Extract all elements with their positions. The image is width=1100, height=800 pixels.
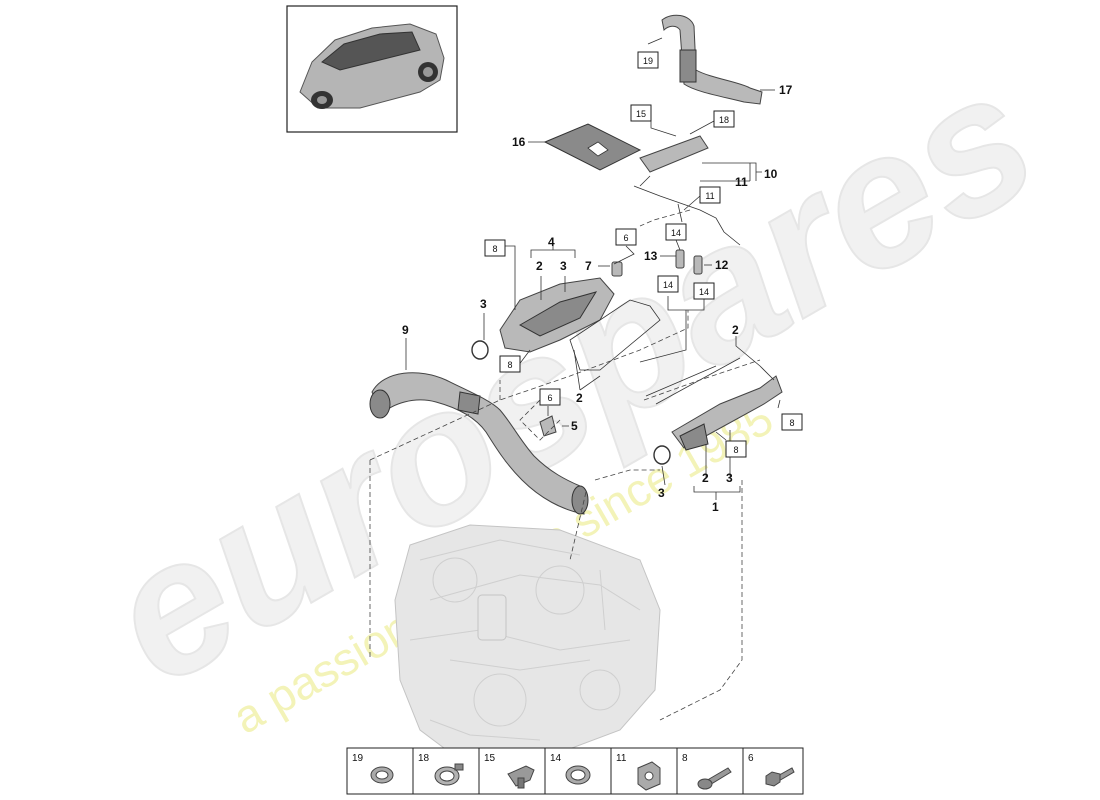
callout-2-right: 2 <box>732 323 739 337</box>
fitting-7 <box>611 261 623 277</box>
car-suv-icon <box>299 23 445 109</box>
callout-17: 17 <box>779 83 793 97</box>
callout-2-mid: 2 <box>576 391 583 405</box>
callout-3-lower: 3 <box>726 471 733 485</box>
leader-lines <box>405 37 781 500</box>
bracket-clip-icon <box>507 765 535 789</box>
svg-text:6: 6 <box>748 753 754 764</box>
breather-pipe <box>633 135 741 246</box>
spring-clamp-icon <box>434 763 464 786</box>
svg-text:14: 14 <box>550 753 562 764</box>
legend-item-19: 19 <box>346 747 414 795</box>
svg-text:8: 8 <box>682 753 688 764</box>
svg-text:11: 11 <box>616 753 627 764</box>
boxed-callouts: 19 15 18 11 8 6 14 14 <box>484 51 803 458</box>
svg-text:19: 19 <box>352 753 364 764</box>
legend-item-11: 11 <box>610 747 678 795</box>
boxed-callout-14-c: 14 <box>693 282 715 300</box>
svg-text:8: 8 <box>733 445 738 455</box>
callout-16: 16 <box>512 135 526 149</box>
svg-text:15: 15 <box>484 753 496 764</box>
fitting-13 <box>675 249 685 269</box>
bracket-5 <box>539 415 557 437</box>
heat-shield <box>543 123 642 171</box>
callout-12: 12 <box>715 258 729 272</box>
callout-3-left: 3 <box>480 297 487 311</box>
callout-9: 9 <box>402 323 409 337</box>
boxed-callout-6-top: 6 <box>615 228 637 246</box>
callout-10: 10 <box>764 167 778 181</box>
legend-item-14: 14 <box>544 747 612 795</box>
gasket <box>569 299 661 371</box>
boxed-callout-8-top: 8 <box>484 239 506 257</box>
boxed-callout-18: 18 <box>713 110 735 128</box>
callout-2: 2 <box>536 259 543 273</box>
legend-item-18: 18 <box>412 747 480 795</box>
svg-text:14: 14 <box>663 280 673 290</box>
svg-text:19: 19 <box>643 56 653 66</box>
double-clip-icon <box>637 761 661 791</box>
callouts: 17 16 11 10 4 2 3 7 13 12 3 9 2 5 2 3 2 … <box>402 83 793 514</box>
svg-text:8: 8 <box>507 360 512 370</box>
boxed-callout-19: 19 <box>637 51 659 69</box>
upper-hose <box>661 14 763 105</box>
engine-block <box>394 524 661 761</box>
callout-11: 11 <box>735 175 748 189</box>
svg-text:18: 18 <box>719 115 729 125</box>
callout-5: 5 <box>571 419 578 433</box>
callout-3: 3 <box>560 259 567 273</box>
svg-text:8: 8 <box>789 418 794 428</box>
legend-item-6: 6 <box>742 747 804 795</box>
callout-4: 4 <box>548 235 555 249</box>
hose-clamp-icon <box>370 766 394 784</box>
o-ring-right <box>653 445 671 465</box>
boxed-callout-11: 11 <box>699 186 721 204</box>
svg-text:14: 14 <box>699 287 709 297</box>
charge-pipe <box>369 372 589 515</box>
intake-housing-upper <box>499 277 615 353</box>
legend-item-15: 15 <box>478 747 546 795</box>
svg-text:11: 11 <box>705 191 714 201</box>
callout-3-right: 3 <box>658 486 665 500</box>
svg-text:14: 14 <box>671 228 681 238</box>
o-ring-left <box>471 340 489 360</box>
callout-2-lower: 2 <box>702 471 709 485</box>
dashed-assembly-lines <box>369 209 761 721</box>
svg-text:8: 8 <box>492 244 497 254</box>
hex-bolt-icon <box>765 767 795 787</box>
boxed-callout-14-b: 14 <box>657 275 679 293</box>
boxed-callout-15: 15 <box>630 104 652 122</box>
svg-text:6: 6 <box>547 393 552 403</box>
svg-text:15: 15 <box>636 109 646 119</box>
flange-bolt-icon <box>697 767 732 790</box>
svg-text:6: 6 <box>623 233 628 243</box>
boxed-callout-8-mid: 8 <box>499 355 521 373</box>
svg-text:18: 18 <box>418 753 430 764</box>
fitting-12 <box>693 255 703 275</box>
legend-item-8: 8 <box>676 747 744 795</box>
boxed-callout-8-right-b: 8 <box>781 413 803 431</box>
callout-13: 13 <box>644 249 658 263</box>
vehicle-thumbnail <box>286 5 458 133</box>
intake-pipe-right <box>671 375 783 451</box>
boxed-callout-8-right-a: 8 <box>725 440 747 458</box>
boxed-callout-6-low: 6 <box>539 388 561 406</box>
boxed-callout-14-a: 14 <box>665 223 687 241</box>
callout-1: 1 <box>712 500 719 514</box>
callout-7: 7 <box>585 259 592 273</box>
band-clamp-icon <box>565 765 591 785</box>
fastener-legend: 19 18 15 14 <box>346 747 804 795</box>
